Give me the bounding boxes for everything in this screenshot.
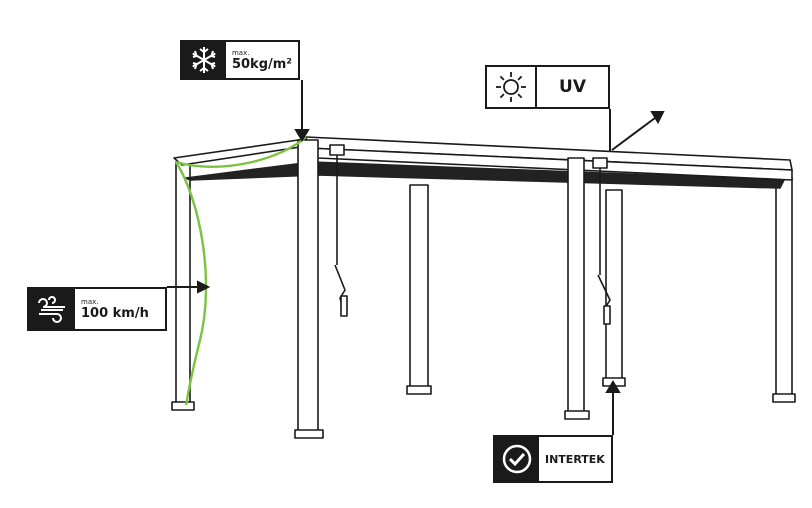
post-front-left [297,139,319,434]
deflection-curve-top [175,136,307,169]
post-front-left-foot [294,429,324,439]
post-left-back-foot [171,401,195,411]
intertek-arrow-head [605,380,621,393]
snow-max-label: max. [231,48,250,57]
post-far-right [775,177,793,397]
crank-grip-left [340,295,348,317]
sun-icon [487,67,537,107]
intertek-label: INTERTEK [545,452,605,466]
post-front-middle-foot [564,410,590,420]
post-right-back-inner [605,189,623,381]
uv-badge: UV [485,65,610,109]
snow-arrow-head [294,129,310,142]
arrows [167,80,665,435]
wind-speed-value: 100 km/h [81,305,149,321]
snow-load-badge: max. 50kg/m² [180,40,300,80]
snow-load-value: 50kg/m² [231,56,292,72]
deflection-curve-side [174,161,208,406]
wind-max-label: max. [81,297,99,306]
uv-label: UV [559,76,586,97]
wind-arrow-head [197,280,211,294]
post-left-back [175,161,191,406]
post-far-right-foot [772,393,796,403]
wind-deflection [174,136,307,406]
crank-box-left [329,144,345,156]
crank-box-right [592,157,608,169]
uv-arrow-head [650,111,665,125]
checkmark-icon [495,437,539,481]
wind-icon [29,289,75,329]
uv-diagonal-line [611,117,656,151]
wind-speed-badge: max. 100 km/h [27,287,167,331]
intertek-badge: INTERTEK [493,435,613,483]
post-middle-back-foot [406,385,432,395]
crank-grip-right [603,305,611,325]
post-middle-back [409,184,429,389]
post-front-middle [567,157,585,414]
snowflake-icon [182,42,226,78]
pergola-structure [171,136,796,439]
